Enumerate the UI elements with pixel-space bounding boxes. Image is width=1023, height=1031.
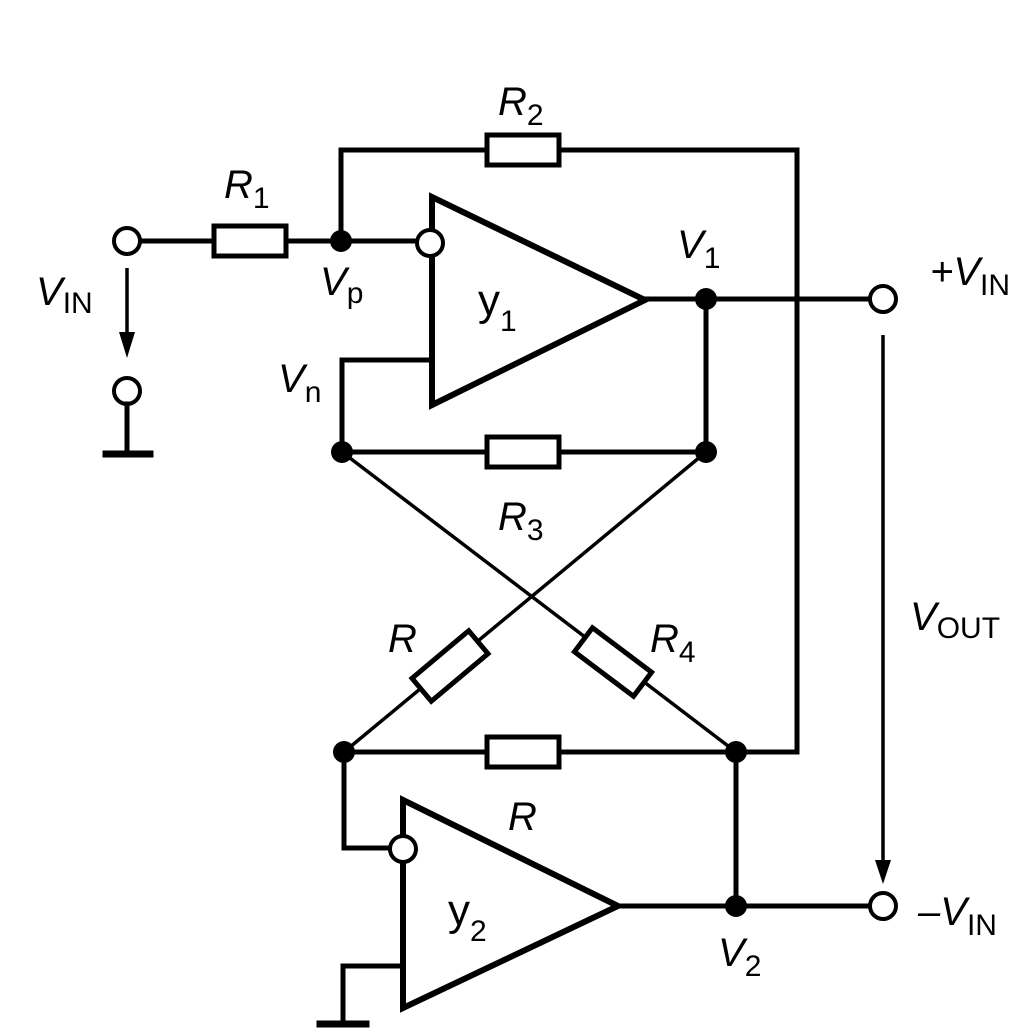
label-v2: V2 [718, 931, 761, 983]
junction-v1 [695, 288, 717, 310]
label-vn: Vn [278, 357, 321, 409]
wire-vn-feedback [339, 357, 435, 455]
junction-bottom-left [333, 741, 355, 763]
label-v1: V1 [677, 223, 720, 275]
label-r3: R3 [498, 495, 544, 547]
amplifier-y2 [316, 749, 898, 1028]
junction-bottom-right [725, 741, 747, 763]
label-r2: R2 [498, 80, 544, 132]
label-r4: R4 [650, 617, 696, 669]
label-minus-vin: –VIN [917, 890, 997, 942]
plus-vin-terminal [868, 284, 898, 314]
label-r-left: R [388, 617, 417, 661]
vout-arrow [875, 335, 891, 884]
labels: R2 R1 VIN Vp Vn V1 +VIN R3 VOUT R R4 R V… [36, 80, 1010, 983]
r2-feedback [338, 132, 800, 755]
label-y2: y2 [448, 886, 487, 948]
resistor-r3 [484, 434, 562, 470]
resistor-r-bottom [484, 734, 562, 770]
input-section [102, 223, 418, 458]
resistor-r2 [484, 132, 562, 168]
junction-vn [331, 441, 353, 463]
junction-vp [330, 230, 352, 252]
amplifier-y2-inverting-input [388, 834, 418, 864]
label-vp: Vp [320, 260, 363, 310]
ground-terminal [112, 376, 142, 406]
wire-cross-from-vn [340, 450, 738, 754]
input-terminal [112, 226, 142, 256]
label-vin: VIN [36, 270, 93, 320]
vout-arrow-head [875, 860, 891, 884]
junctions [330, 230, 747, 917]
amplifier-y2-body [400, 795, 625, 1013]
label-plus-vin: +VIN [930, 250, 1010, 302]
resistor-r-left [408, 627, 492, 705]
label-r-bottom: R [508, 795, 537, 839]
resistor-r4 [570, 624, 656, 700]
amplifier-y1 [339, 192, 898, 455]
wire-cross-from-v1 [342, 450, 708, 754]
bridge-network [339, 434, 739, 770]
vin-arrow-head [119, 332, 135, 358]
wire-y2-inverting [341, 749, 393, 851]
label-vout: VOUT [910, 595, 1000, 645]
amplifier-y1-inverting-input [415, 228, 445, 258]
junction-v2 [725, 895, 747, 917]
wire-vp-up [338, 147, 490, 244]
resistor-r1 [211, 223, 289, 259]
label-r1: R1 [224, 163, 270, 215]
wire-y2-noninverting-ground [340, 963, 406, 1025]
minus-vin-terminal [868, 891, 898, 921]
label-y1: y1 [478, 276, 517, 338]
amplifier-y1-body [429, 192, 652, 410]
junction-r3-right [695, 441, 717, 463]
wire-r2-right-down [556, 147, 800, 755]
